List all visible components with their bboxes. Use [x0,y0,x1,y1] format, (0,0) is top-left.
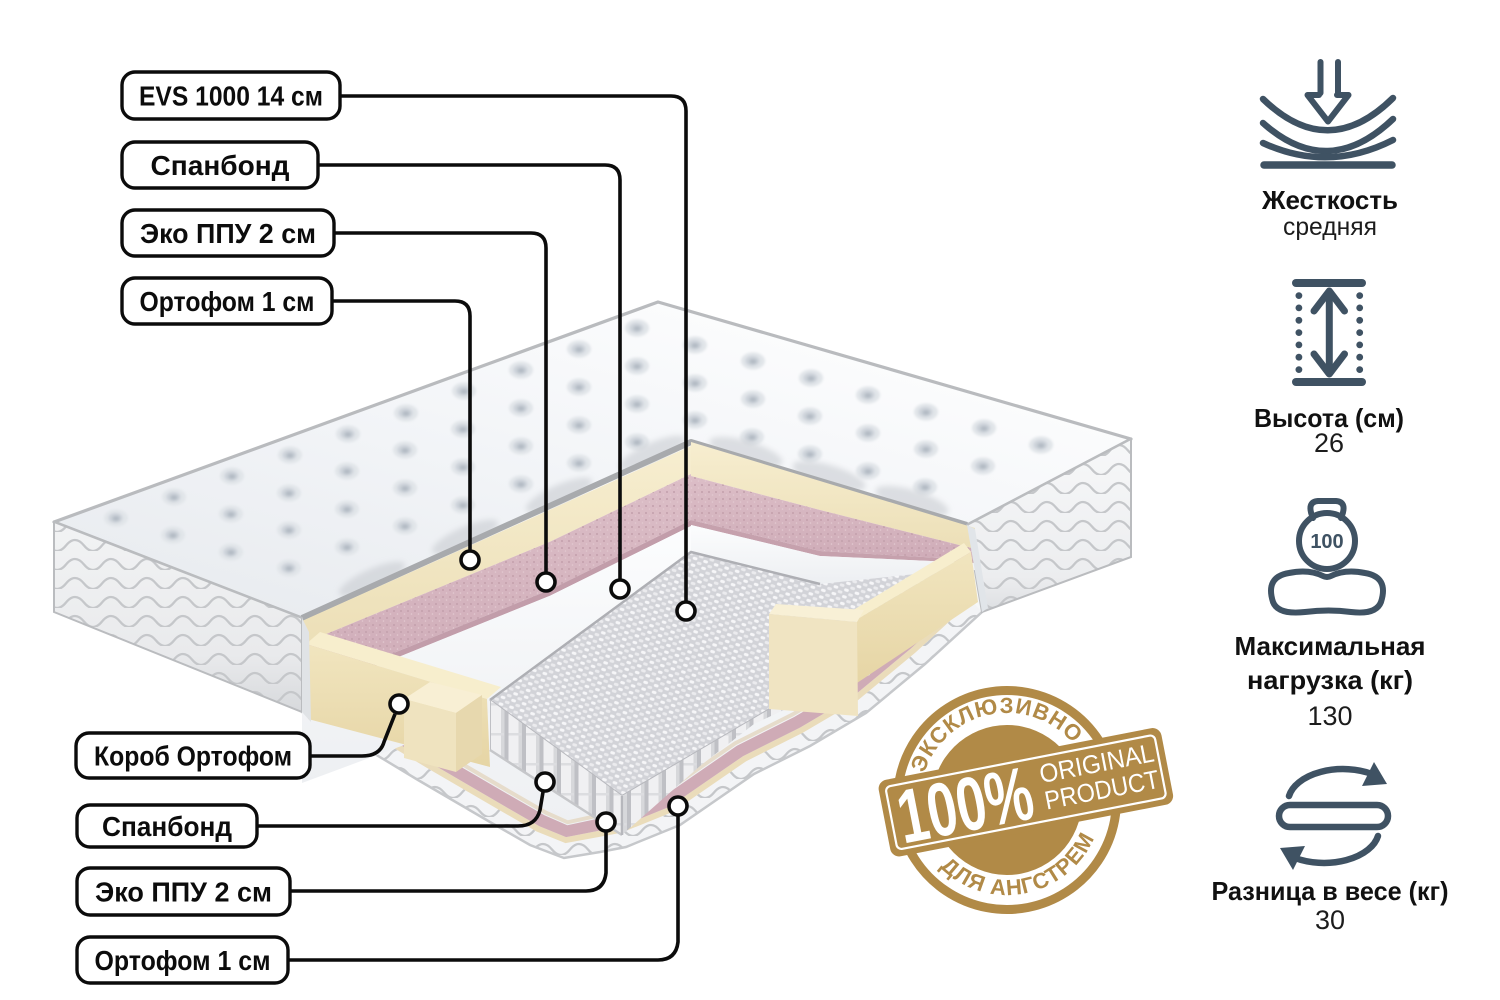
svg-text:нагрузка (кг): нагрузка (кг) [1247,665,1413,695]
svg-text:Разница в весе (кг): Разница в весе (кг) [1212,876,1449,906]
svg-text:Спанбонд: Спанбонд [151,150,290,181]
svg-text:30: 30 [1315,905,1345,935]
svg-text:Жесткость: Жесткость [1261,185,1398,215]
svg-text:26: 26 [1314,428,1344,458]
svg-text:Спанбонд: Спанбонд [102,811,232,842]
svg-text:средняя: средняя [1283,213,1377,241]
svg-text:Ортофом 1 см: Ортофом 1 см [95,945,271,976]
svg-text:Максимальная: Максимальная [1235,631,1426,661]
svg-text:130: 130 [1307,701,1352,731]
svg-text:Высота (см): Высота (см) [1254,403,1404,433]
svg-text:Короб Ортофом: Короб Ортофом [94,741,292,772]
svg-text:Эко ППУ 2 см: Эко ППУ 2 см [95,877,272,908]
svg-text:100: 100 [1310,531,1343,553]
svg-text:Эко ППУ 2 см: Эко ППУ 2 см [140,218,316,249]
svg-text:EVS 1000 14 см: EVS 1000 14 см [139,81,323,112]
svg-text:Ортофом 1 см: Ортофом 1 см [140,286,315,317]
